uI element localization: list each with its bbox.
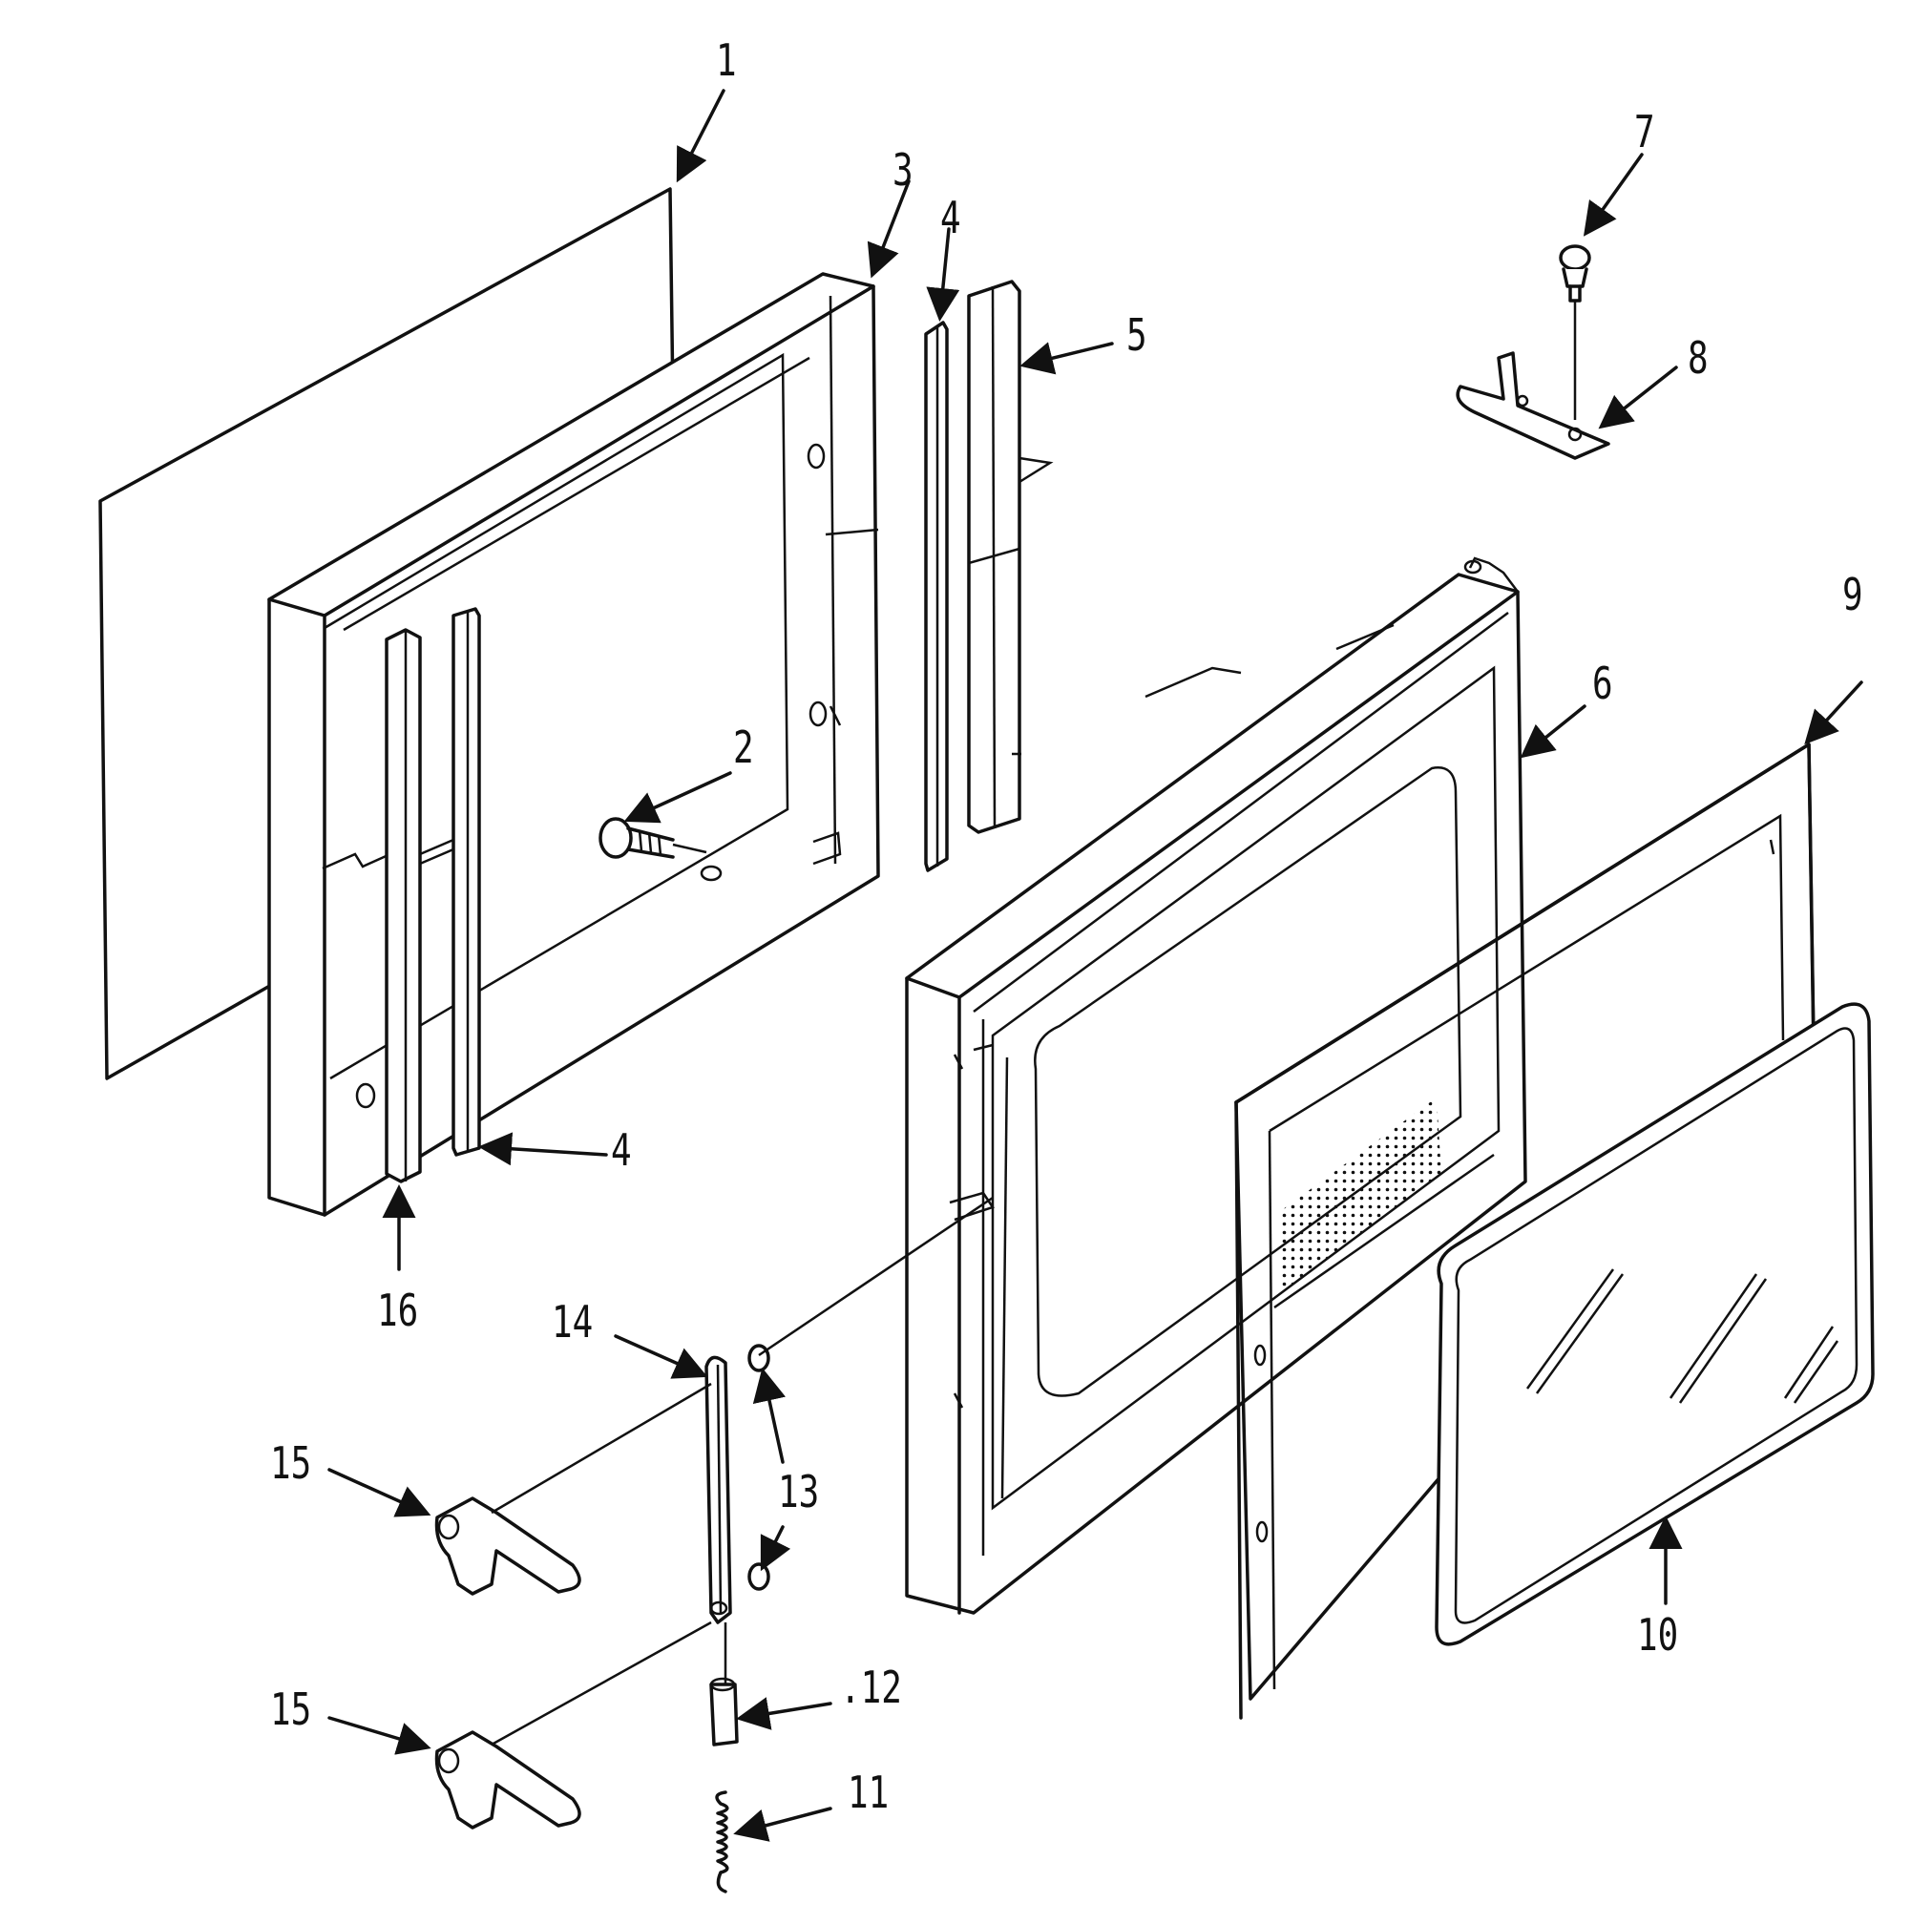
part-4-channel-left [452,607,481,1157]
callout-14: 14 [552,1296,594,1348]
callout-arrows [327,89,1863,1842]
callout-5: 5 [1126,309,1147,361]
part-14-hinge-bar [704,1355,732,1624]
callout-12: .12 [840,1662,902,1713]
callout-10: 10 [1637,1609,1679,1661]
callout-3: 3 [892,144,914,196]
bracket-left [419,838,454,866]
callout-9: 9 [1842,569,1863,620]
part-10-glass [1435,1002,1875,1646]
callout-15-lower: 15 [270,1684,312,1735]
callout-7: 7 [1634,106,1655,157]
part-15-hinge-upper [434,1496,581,1596]
part-2-screw [598,817,707,859]
callout-1: 1 [716,34,737,86]
part-4-strip-right [924,321,949,872]
callout-8: 8 [1688,332,1709,384]
part-16-channel [385,628,422,1183]
callout-11: 11 [848,1767,890,1818]
callout-13: 13 [778,1466,820,1517]
part-13-washers [747,1344,770,1591]
callout-4-bottom: 4 [611,1124,632,1176]
frame-crossbar [1273,1153,1495,1309]
part-6-door-panel [905,556,1527,1615]
assembly-lines [491,1043,994,1746]
callout-15-upper: 15 [270,1437,312,1489]
part-11-spring [715,1790,729,1893]
part-12-pin [709,1677,739,1746]
part-15-hinge-lower [434,1730,581,1830]
part-7-8-latch [1456,244,1610,460]
part-5-channel [967,280,1054,834]
callout-4-top: 4 [940,192,961,243]
callout-6: 6 [1592,658,1613,709]
callout-16: 16 [377,1285,419,1336]
callout-2: 2 [733,722,754,773]
